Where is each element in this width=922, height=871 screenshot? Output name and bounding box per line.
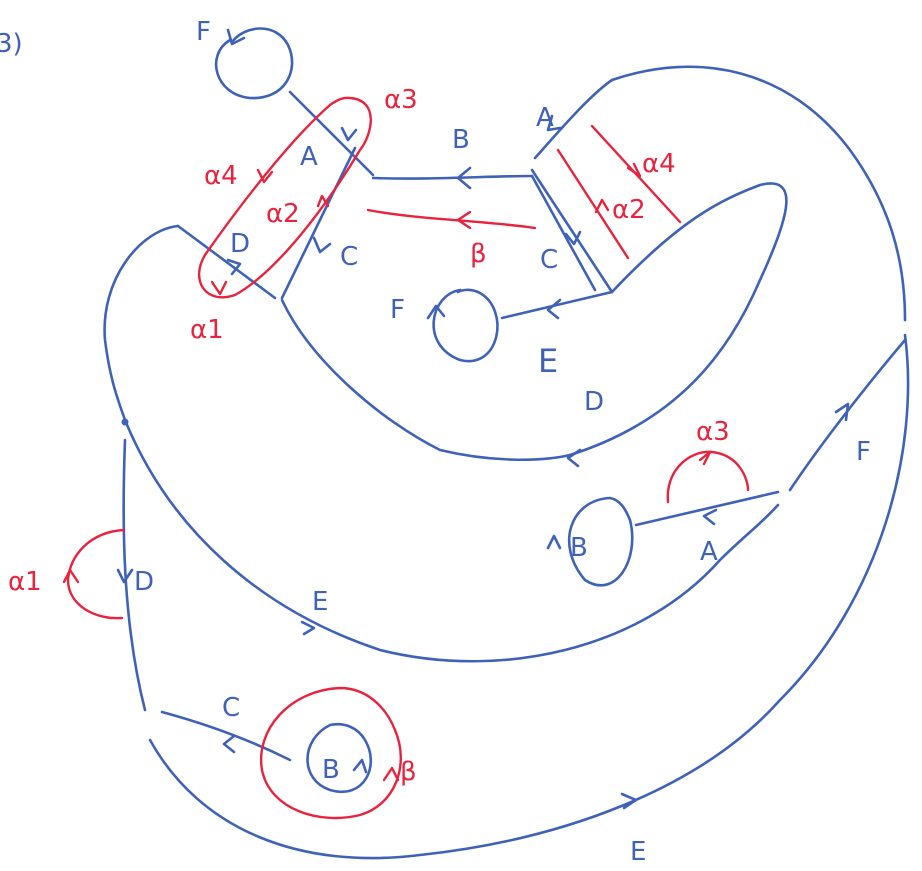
arrow-beta-bottom — [382, 766, 400, 782]
label-beta-bottom: β — [400, 757, 417, 787]
cycle-beta-bottom — [259, 686, 402, 820]
label-C-left: C — [340, 242, 358, 272]
arrow-B-bottom-loop — [352, 758, 368, 774]
right-strip-left-edge — [530, 174, 597, 292]
top-bridge-edge — [371, 174, 534, 180]
center-loop — [432, 288, 499, 363]
label-F-right: F — [856, 437, 871, 467]
label-alpha1-left: α1 — [8, 567, 42, 597]
right-diagonal-edge — [788, 338, 907, 492]
arrow-alpha4-left — [256, 168, 274, 184]
arrow-F-right — [834, 402, 850, 422]
label-alpha1-top: α1 — [190, 315, 224, 345]
arrow-D-center — [566, 448, 582, 468]
top-loop-stem — [288, 90, 375, 177]
label-E-middle: E — [312, 587, 328, 617]
label-A-right: A — [536, 103, 554, 133]
label-C-right: C — [540, 245, 558, 275]
arrow-alpha1-lower — [62, 568, 80, 584]
top-left-loop — [214, 27, 294, 100]
label-alpha4-right: α4 — [642, 149, 676, 179]
arrow-alpha2-right — [594, 198, 610, 214]
label-alpha2-right: α2 — [612, 195, 646, 225]
label-B-bottom-loop: B — [322, 755, 340, 785]
arrow-C-bottom — [222, 734, 236, 754]
cycle-alpha1-left — [66, 528, 126, 620]
arrow-alpha2-left — [316, 194, 330, 208]
cycle-alpha2-right — [556, 148, 630, 260]
center-loop-stem — [500, 290, 614, 320]
right-small-loop — [567, 496, 634, 587]
arrow-A-right — [546, 114, 562, 132]
left-strip-outer-edge — [176, 224, 277, 300]
arrow-top-loop — [226, 28, 246, 46]
inner-hook-arm — [568, 182, 788, 457]
label-F-center-loop: F — [390, 295, 405, 325]
label-alpha2-left: α2 — [266, 199, 300, 229]
label-A-lower: A — [700, 537, 718, 567]
surface-edges — [103, 27, 910, 860]
arrow-alpha3-right — [698, 450, 712, 466]
arrow-D-left — [226, 258, 242, 276]
arrow-alpha4-right — [626, 162, 642, 178]
label-C-bottom: C — [222, 693, 240, 723]
vertex-dot — [121, 418, 129, 426]
cycle-labels: α3 α4 α2 α1 β α4 α2 α3 α1 β — [8, 85, 730, 787]
label-alpha3-top: α3 — [384, 85, 418, 115]
right-strip-top-edge — [530, 168, 614, 294]
right-strip-upper — [533, 78, 614, 160]
arrow-center-loop — [426, 304, 446, 320]
cycle-left-oval — [197, 96, 372, 299]
label-E-center: E — [538, 342, 558, 380]
arrow-D-left-outer — [116, 568, 134, 584]
middle-sweep — [123, 418, 780, 663]
cycles — [62, 96, 750, 820]
outer-left-swoop — [103, 224, 180, 422]
arrow-A-lower — [702, 508, 718, 526]
cycle-beta-top — [366, 208, 537, 230]
arrow-C-left — [312, 236, 332, 254]
label-D-center: D — [584, 387, 604, 417]
arrow-E-bottom — [620, 792, 638, 810]
arrow-A-left — [340, 126, 358, 142]
label-D-left-outer: D — [134, 567, 154, 597]
outer-right-descending — [148, 333, 910, 860]
label-B-top: B — [452, 125, 470, 155]
arrow-C-right — [564, 230, 582, 246]
bottom-loop — [306, 722, 373, 793]
label-beta-top: β — [470, 239, 487, 269]
arrow-E-middle — [300, 620, 316, 636]
label-E-bottom: E — [630, 837, 646, 867]
label-F-top-loop: F — [196, 17, 211, 47]
left-strip-inner-edge — [280, 146, 357, 300]
bottom-loop-stem — [160, 710, 292, 762]
outer-upper-right-curve — [610, 65, 907, 322]
label-D-left: D — [230, 229, 250, 259]
arrow-E-center — [546, 298, 562, 320]
label-alpha3-right: α3 — [696, 417, 730, 447]
left-vertical-edge — [122, 438, 147, 712]
right-loop-stem — [634, 490, 780, 527]
arrow-alpha1-left — [210, 280, 228, 296]
arrow-beta-top — [456, 210, 472, 230]
arrow-B-right-loop — [546, 534, 562, 550]
label-B-right-loop: B — [570, 533, 588, 563]
label-A-left: A — [300, 142, 318, 172]
arrow-B-top — [456, 166, 472, 190]
corner-mark: 3) — [0, 29, 23, 59]
inner-lower-arc — [280, 298, 572, 462]
label-alpha4-left: α4 — [204, 161, 238, 191]
edge-labels: F A C D B A C F E D F B A D E C B E — [134, 17, 871, 867]
cycle-alpha3-right — [666, 450, 750, 504]
